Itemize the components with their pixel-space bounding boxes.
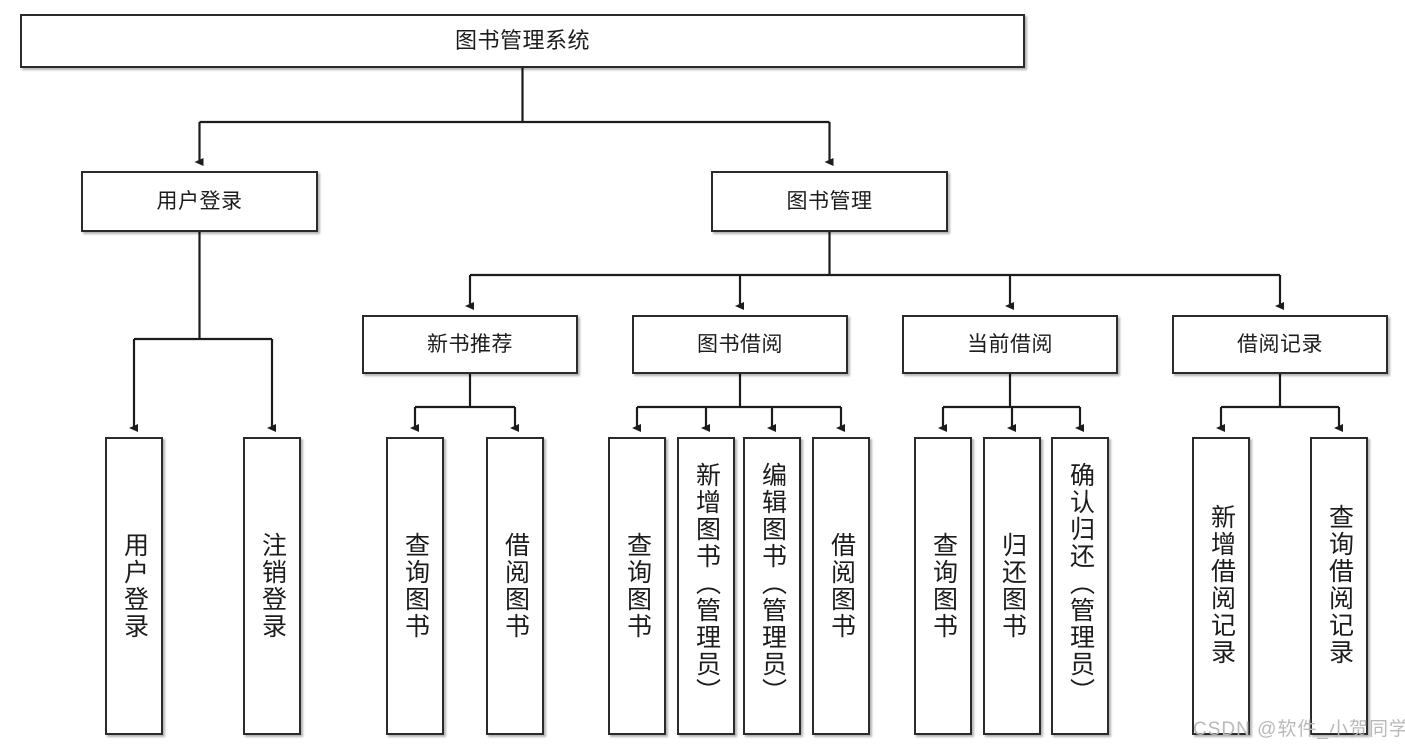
node-leaf-query-book-rec[interactable]: 查询图书 xyxy=(386,437,444,735)
node-leaf-logout-label: 注销登录 xyxy=(258,532,287,640)
node-new-book-rec-label: 新书推荐 xyxy=(427,332,513,356)
node-new-book-rec[interactable]: 新书推荐 xyxy=(362,315,578,374)
node-leaf-query-book-current-label: 查询图书 xyxy=(929,532,958,640)
node-leaf-add-book-label: 新增图书（管理员） xyxy=(692,462,721,705)
node-leaf-query-book-borrow-label: 查询图书 xyxy=(623,532,652,640)
node-root[interactable]: 图书管理系统 xyxy=(20,14,1025,68)
node-borrow-record-label: 借阅记录 xyxy=(1237,332,1323,356)
node-leaf-user-login[interactable]: 用户登录 xyxy=(105,437,163,735)
node-book-manage[interactable]: 图书管理 xyxy=(711,171,948,232)
node-leaf-query-book-rec-label: 查询图书 xyxy=(401,532,430,640)
node-leaf-query-record-label: 查询借阅记录 xyxy=(1325,504,1354,666)
node-leaf-return-book-label: 归还图书 xyxy=(998,532,1027,640)
node-current-borrow[interactable]: 当前借阅 xyxy=(902,315,1118,374)
node-borrow-record[interactable]: 借阅记录 xyxy=(1172,315,1388,374)
node-root-label: 图书管理系统 xyxy=(454,27,590,53)
node-leaf-add-book[interactable]: 新增图书（管理员） xyxy=(677,437,735,735)
node-leaf-borrow-book-label: 借阅图书 xyxy=(827,532,856,640)
node-leaf-confirm-return-label: 确认归还（管理员） xyxy=(1066,462,1095,705)
node-leaf-add-record-label: 新增借阅记录 xyxy=(1207,504,1236,666)
node-leaf-borrow-book-rec[interactable]: 借阅图书 xyxy=(486,437,544,735)
node-leaf-confirm-return[interactable]: 确认归还（管理员） xyxy=(1051,437,1109,735)
node-leaf-logout[interactable]: 注销登录 xyxy=(243,437,301,735)
node-leaf-query-book-borrow[interactable]: 查询图书 xyxy=(608,437,666,735)
node-current-borrow-label: 当前借阅 xyxy=(967,332,1053,356)
node-leaf-user-login-label: 用户登录 xyxy=(120,532,149,640)
node-leaf-query-book-current[interactable]: 查询图书 xyxy=(914,437,972,735)
node-book-borrow-label: 图书借阅 xyxy=(697,332,783,356)
node-book-borrow[interactable]: 图书借阅 xyxy=(632,315,848,374)
node-user-login-label: 用户登录 xyxy=(156,189,243,213)
node-user-login[interactable]: 用户登录 xyxy=(81,171,318,232)
node-leaf-query-record[interactable]: 查询借阅记录 xyxy=(1310,437,1368,735)
watermark: CSDN @软件_小贺同学 xyxy=(1193,719,1405,740)
node-leaf-borrow-book[interactable]: 借阅图书 xyxy=(812,437,870,735)
node-book-manage-label: 图书管理 xyxy=(786,189,873,213)
node-leaf-edit-book-label: 编辑图书（管理员） xyxy=(758,462,787,705)
node-leaf-add-record[interactable]: 新增借阅记录 xyxy=(1192,437,1250,735)
node-leaf-borrow-book-rec-label: 借阅图书 xyxy=(501,532,530,640)
node-leaf-return-book[interactable]: 归还图书 xyxy=(983,437,1041,735)
node-leaf-edit-book[interactable]: 编辑图书（管理员） xyxy=(743,437,801,735)
